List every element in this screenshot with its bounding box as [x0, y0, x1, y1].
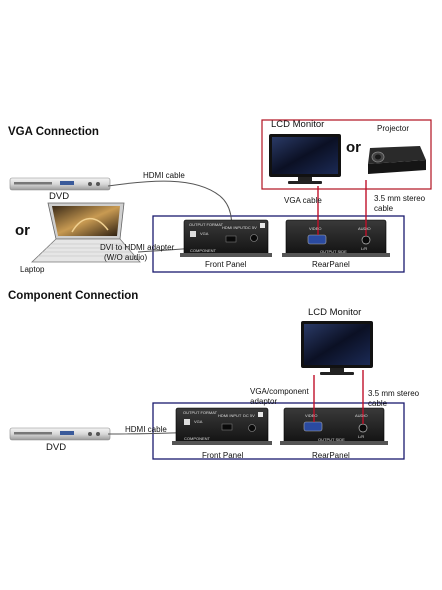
vga-adaptor-label-line1: VGA/component: [250, 387, 309, 396]
vga-hdmi-cable-label: HDMI cable: [143, 171, 185, 180]
dvi-adapter-label-line1: DVI to HDMI adapter: [100, 243, 175, 252]
vga-output-format-text: OUTPUT FORMAT: [189, 222, 224, 227]
vga-dc5v-text: DC 5V: [245, 225, 257, 230]
vga-rear-panel-label: RearPanel: [312, 260, 350, 269]
component-audio-port-text: AUDIO: [355, 413, 368, 418]
projector-label: Projector: [377, 124, 410, 133]
vga-dvd-player-icon: [9, 177, 111, 191]
vga-panel-component-text: COMPONENT: [190, 248, 216, 253]
vga-cable-label: VGA cable: [284, 196, 322, 205]
vga-section-title: VGA Connection: [8, 126, 99, 138]
component-lcd-monitor-icon: [301, 321, 373, 375]
component-dvd-label: DVD: [46, 442, 67, 453]
vga-video-port-text: VIDEO: [309, 226, 322, 231]
vga-lr-text: L/R: [361, 246, 368, 251]
vga-converter-frame: [152, 215, 405, 273]
vga-panel-vga-text: VGA: [200, 231, 209, 236]
component-panel-component-text: COMPONENT: [184, 436, 210, 441]
component-front-panel-label: Front Panel: [202, 451, 244, 460]
component-lr-text: L/R: [358, 434, 365, 439]
laptop-icon: [31, 202, 141, 263]
vga-rear-panel-device: [282, 219, 390, 257]
vga-front-panel-label: Front Panel: [205, 260, 247, 269]
vga-stereo-cable-label-line2: cable: [374, 204, 394, 213]
vga-output-side-text: OUTPUT SIDE: [320, 249, 347, 254]
vga-dvd-label: DVD: [49, 191, 70, 202]
component-output-side-text: OUTPUT SIDE: [318, 437, 345, 442]
vga-lcd-monitor-icon: [269, 134, 341, 184]
vga-audio-port-text: AUDIO: [358, 226, 371, 231]
vga-or-right: or: [346, 139, 361, 156]
component-dvd-player-icon: [9, 427, 111, 441]
vga-front-panel-device: [180, 219, 272, 257]
component-rear-panel-label: RearPanel: [312, 451, 350, 460]
component-video-port-text: VIDEO: [305, 413, 318, 418]
component-panel-vga-text: VGA: [194, 419, 203, 424]
component-lcd-monitor-label: LCD Monitor: [308, 307, 362, 318]
laptop-label: Laptop: [20, 265, 45, 274]
component-converter-frame: [152, 402, 405, 460]
component-stereo-cable-label-line2: cable: [368, 399, 388, 408]
component-hdmi-input-text: HDMI INPUT: [218, 413, 242, 418]
component-hdmi-cable-label: HDMI cable: [125, 425, 167, 434]
component-front-panel-device: [172, 407, 272, 445]
component-section-title: Component Connection: [8, 290, 139, 302]
component-output-format-text: OUTPUT FORMAT: [183, 410, 218, 415]
component-rear-panel-device: [280, 407, 388, 445]
vga-lcd-monitor-label: LCD Monitor: [271, 119, 325, 130]
vga-adaptor-label-line2: adaptor: [250, 397, 278, 406]
dvi-adapter-label-line2: (W/O audio): [104, 253, 148, 262]
component-dc5v-text: DC 5V: [243, 413, 255, 418]
vga-stereo-cable-label-line1: 3.5 mm stereo: [374, 194, 426, 203]
component-stereo-cable-label-line1: 3.5 mm stereo: [368, 389, 420, 398]
vga-hdmi-input-text: HDMI INPUT: [222, 225, 246, 230]
vga-or-left: or: [15, 222, 30, 239]
vga-output-frame: [261, 119, 432, 190]
projector-icon: [368, 146, 426, 174]
